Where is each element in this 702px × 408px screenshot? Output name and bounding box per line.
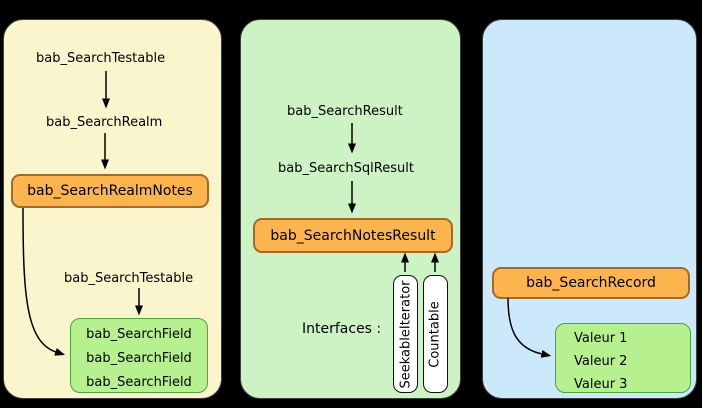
class-label-bab-searchsqlresult: bab_SearchSqlResult xyxy=(278,161,414,176)
panel-realm-hierarchy: bab_SearchTestable bab_SearchRealm bab_S… xyxy=(3,19,222,399)
node-bab-searchnotesresult: bab_SearchNotesResult xyxy=(253,218,453,253)
panel-result-hierarchy: bab_SearchResult bab_SearchSqlResult bab… xyxy=(240,19,461,399)
node-interface-seekableiterator: SeekableIterator xyxy=(393,275,418,393)
value-line: Valeur 3 xyxy=(574,377,628,392)
class-label-bab-searchresult: bab_SearchResult xyxy=(287,104,403,119)
value-line: Valeur 1 xyxy=(574,331,628,346)
value-line: Valeur 2 xyxy=(574,354,628,369)
node-bab-searchrecord: bab_SearchRecord xyxy=(492,267,690,299)
interface-name-vertical: SeekableIterator xyxy=(398,279,414,389)
node-interface-countable: Countable xyxy=(423,275,448,393)
field-line: bab_SearchField xyxy=(86,351,192,366)
class-label-bab-searchrealm: bab_SearchRealm xyxy=(46,115,163,130)
interface-name-vertical: Countable xyxy=(428,300,443,368)
node-bab-searchrealmnotes: bab_SearchRealmNotes xyxy=(11,174,209,208)
panel-record-values: bab_SearchRecord Valeur 1 Valeur 2 Valeu… xyxy=(482,19,697,399)
class-label-bab-searchtestable-bottom: bab_SearchTestable xyxy=(64,271,194,286)
field-line: bab_SearchField xyxy=(86,375,192,390)
interfaces-label: Interfaces : xyxy=(302,321,382,337)
field-line: bab_SearchField xyxy=(86,327,192,342)
node-value-list: Valeur 1 Valeur 2 Valeur 3 xyxy=(555,323,691,393)
class-label-bab-searchtestable-top: bab_SearchTestable xyxy=(36,51,166,66)
node-bab-searchfield-list: bab_SearchField bab_SearchField bab_Sear… xyxy=(70,318,208,393)
